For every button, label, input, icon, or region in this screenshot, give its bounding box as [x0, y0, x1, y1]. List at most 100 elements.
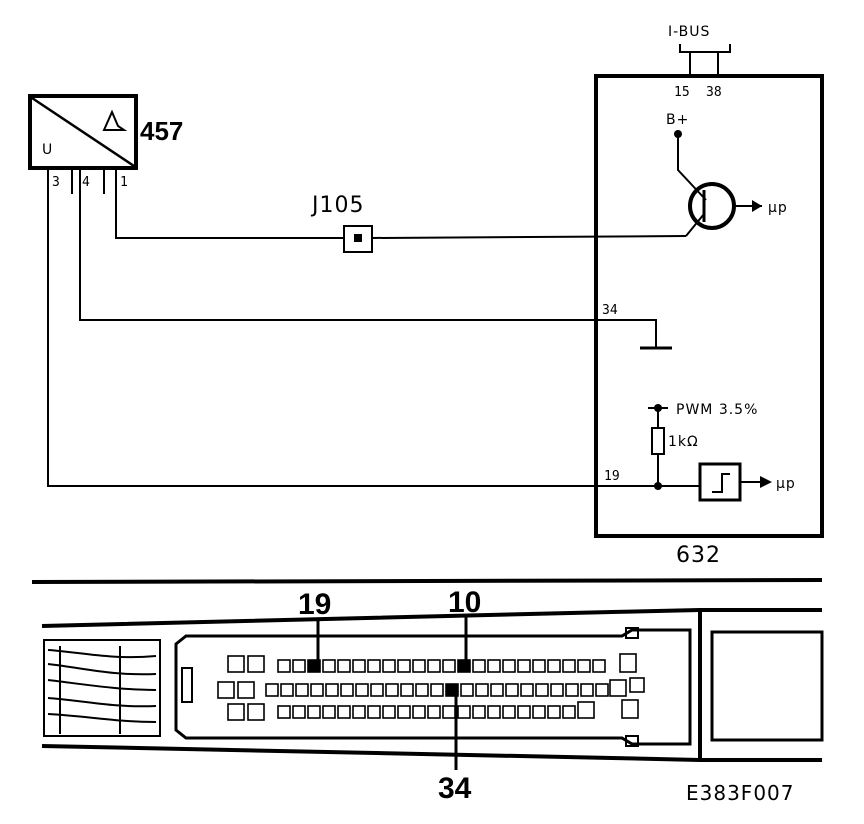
pin-cavity — [295, 683, 309, 697]
wires — [47, 168, 700, 487]
pin-cavity — [442, 705, 456, 719]
resistor-label: 1kΩ — [668, 434, 699, 450]
pin-cavity — [352, 705, 366, 719]
pin-cavity — [562, 705, 576, 719]
pin-cavity — [442, 659, 456, 673]
wire-pin3-to-signal — [47, 168, 700, 487]
connector-view: 19 10 34 — [41, 586, 824, 805]
bus-label: I-BUS — [668, 24, 710, 40]
pin-cavity — [565, 683, 579, 697]
pin-cavity — [550, 683, 564, 697]
pin-cavity — [277, 705, 291, 719]
pin-cavity — [340, 683, 354, 697]
pin-cavity — [490, 683, 504, 697]
pin-cavity — [352, 659, 366, 673]
wire-j105-to-module — [371, 235, 687, 239]
sensor-pin-1-label: 1 — [120, 175, 128, 190]
pin-cavity — [547, 705, 561, 719]
pin-cavity — [517, 659, 531, 673]
pin-cavity — [367, 659, 381, 673]
sensor-pin-4-label: 4 — [82, 175, 90, 190]
pin-cavity-highlighted — [457, 659, 471, 673]
pin-cavity — [520, 683, 534, 697]
junction-id-label: J105 — [310, 193, 364, 218]
pin-cavity — [382, 659, 396, 673]
pin-cavity-large — [577, 701, 595, 719]
pin-cavity — [382, 705, 396, 719]
sensor-pin-3-label: 3 — [52, 175, 60, 190]
pin-cavity-large — [217, 681, 235, 699]
supply-label: B+ — [666, 112, 689, 128]
wire-bundle — [43, 639, 161, 737]
pin-cavity — [322, 659, 336, 673]
pin-cavity — [367, 705, 381, 719]
pin-cavity — [547, 659, 561, 673]
pin-cavity — [517, 705, 531, 719]
pin-cavity — [475, 683, 489, 697]
junction-j105: J105 — [310, 193, 373, 253]
pin-cavity — [397, 659, 411, 673]
pin-cavity — [577, 659, 591, 673]
pin-cavity — [487, 705, 501, 719]
pin-cavity — [472, 659, 486, 673]
pin-cavity — [460, 683, 474, 697]
sensor-id-label: 457 — [140, 116, 183, 146]
module-id-label: 632 — [676, 543, 721, 568]
pin-cavity — [562, 659, 576, 673]
pin-cavity — [307, 705, 321, 719]
module-pin-19-label: 19 — [604, 469, 620, 484]
pin-cavity-large — [247, 703, 265, 721]
pin-cavity — [280, 683, 294, 697]
pin-cavity-large — [247, 655, 265, 673]
pin-cavity — [292, 659, 306, 673]
module-632: 632 I-BUS 15 38 B+ µp 34 PWM 3.5% 1kΩ 19 — [594, 24, 824, 568]
pin-cavity — [337, 659, 351, 673]
sensor-symbol-text: U — [42, 142, 53, 158]
bus-pin-15-label: 15 — [674, 85, 690, 100]
pin-cavity — [337, 705, 351, 719]
pin-cavity — [412, 659, 426, 673]
pin-cavity-large — [227, 655, 245, 673]
callout-pin-19: 19 — [298, 588, 331, 621]
horn-icon — [102, 109, 128, 131]
pin-cavity — [580, 683, 594, 697]
pin-cavity — [427, 659, 441, 673]
pin-cavity-large — [621, 699, 639, 719]
pin-cavity — [487, 659, 501, 673]
micro-label-1: µp — [768, 200, 788, 216]
module-pin-34-label: 34 — [602, 303, 618, 318]
pin-cavity — [325, 683, 339, 697]
pin-cavity — [322, 705, 336, 719]
pin-cavity — [370, 683, 384, 697]
pin-cavity-large — [619, 653, 637, 673]
pin-cavity — [457, 705, 471, 719]
schmitt-trigger-icon — [698, 462, 742, 502]
section-divider — [31, 578, 823, 584]
pwm-label: PWM 3.5% — [676, 402, 758, 418]
pin-cavity — [502, 705, 516, 719]
pin-cavity — [355, 683, 369, 697]
wire-pin4-to-ground — [79, 168, 657, 348]
pin-cavity — [412, 705, 426, 719]
pin-cavity — [385, 683, 399, 697]
resistor-icon — [651, 427, 665, 455]
pin-cavity — [397, 705, 411, 719]
pin-cavity — [277, 659, 291, 673]
micro-label-2: µp — [776, 476, 796, 492]
pin-cavity — [265, 683, 279, 697]
pin-cavity-large — [629, 677, 645, 693]
pin-cavity-large — [237, 681, 255, 699]
figure-ref-label: E383F007 — [686, 781, 795, 805]
pin-cavity-large — [227, 703, 245, 721]
pin-cavity — [595, 683, 609, 697]
pin-cavity — [502, 659, 516, 673]
pin-cavity — [532, 705, 546, 719]
pin-cavity — [472, 705, 486, 719]
callout-pin-34: 34 — [438, 772, 472, 805]
pin-cavity — [415, 683, 429, 697]
callout-pin-10: 10 — [448, 586, 481, 619]
wire-pin1-to-j105 — [115, 168, 344, 239]
pin-cavity — [400, 683, 414, 697]
sensor-457: U 457 3 4 1 — [28, 94, 183, 194]
